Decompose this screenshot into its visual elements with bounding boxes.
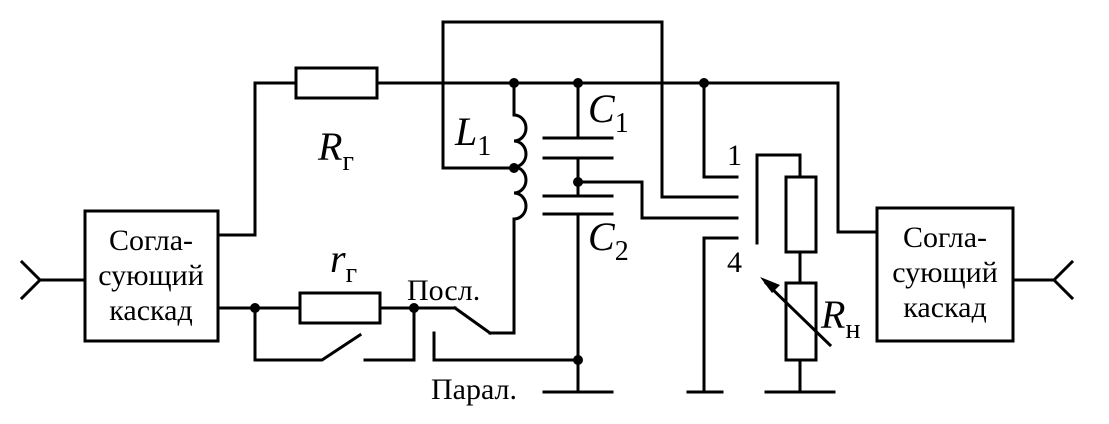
left-block-line-1: Согла-	[109, 224, 193, 257]
junction-dot	[573, 177, 583, 187]
junction-dot	[573, 78, 583, 88]
right-matching-stage-box	[875, 206, 1015, 343]
resistor-R-g	[294, 66, 379, 100]
resistor-load-fixed	[784, 175, 818, 254]
parallel-wire	[432, 331, 580, 362]
label-pos-series: Посл.	[407, 274, 480, 307]
capacitor-C1	[542, 81, 614, 190]
upper-wire	[216, 81, 879, 237]
label-switch-pos-1: 1	[727, 139, 742, 172]
junction-dot	[509, 163, 519, 173]
label-C2: C2	[588, 214, 629, 267]
variable-arrow	[763, 280, 833, 348]
left-block-line-3: каскад	[109, 294, 192, 327]
top-loop-wire	[441, 20, 739, 199]
input-terminal	[19, 259, 87, 301]
left-block-line-2: сующий	[98, 259, 204, 292]
junction-dot	[250, 303, 260, 313]
label-C1: C1	[588, 86, 629, 139]
right-block-line-1: Согла-	[903, 221, 987, 254]
right-block-line-3: каскад	[903, 291, 986, 324]
bypass-switch	[253, 306, 416, 362]
left-matching-stage-box	[83, 209, 220, 343]
label-L1: L1	[454, 109, 491, 162]
position-switch	[686, 81, 802, 394]
resistor-R-n	[784, 281, 818, 362]
junction-dot	[509, 78, 519, 88]
label-pos-parallel: Парал.	[431, 373, 517, 406]
label-switch-pos-4: 4	[727, 246, 742, 279]
junction-dot	[573, 355, 583, 365]
cap-tap-wire	[576, 180, 739, 220]
junction-dot	[699, 78, 709, 88]
variable-arrow-head	[760, 277, 780, 293]
junction-dot	[409, 303, 419, 313]
label-r-g: rг	[330, 236, 357, 289]
resistor-r-g	[298, 291, 382, 325]
label-R-g: Rг	[317, 124, 354, 177]
right-block-line-2: сующий	[892, 256, 998, 289]
output-terminal	[1011, 259, 1075, 301]
label-R-n: Rн	[820, 292, 860, 345]
